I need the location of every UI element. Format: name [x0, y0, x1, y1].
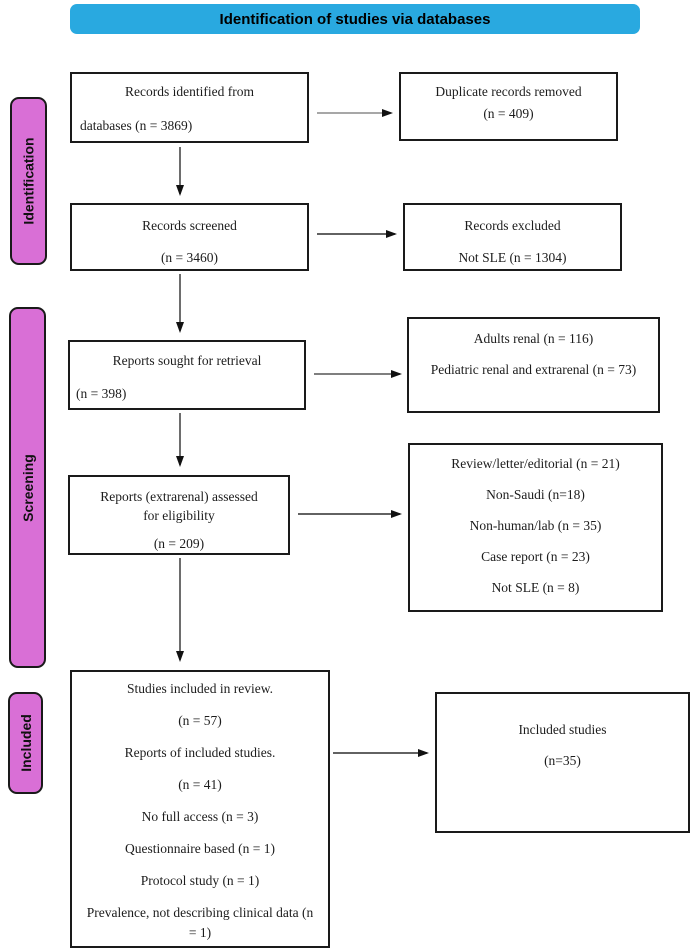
stage-label-screening-text: Screening	[19, 453, 36, 522]
stage-label-included: Included	[8, 692, 43, 794]
box-records-excluded-line2: Not SLE (n = 1304)	[458, 250, 567, 265]
box-reports-assessed-line1: Reports (extrarenal) assessed for eligib…	[100, 489, 258, 523]
box-duplicates-removed-line2: (n = 409)	[483, 106, 534, 121]
stage-label-screening: Screening	[9, 307, 46, 668]
box-reports-sought-line1: Reports sought for retrieval	[112, 353, 262, 368]
box-included-studies: Included studies (n=35)	[435, 692, 690, 833]
box-records-screened-line1: Records screened	[142, 218, 237, 233]
stage-label-included-text: Included	[17, 714, 34, 772]
excluded-reason: Non-human/lab (n = 35)	[469, 518, 602, 533]
box-included-studies-line1: Included studies	[518, 722, 607, 737]
box-studies-included: Studies included in review. (n = 57) Rep…	[70, 670, 330, 948]
studies-included-line: (n = 41)	[178, 777, 222, 792]
box-duplicates-removed: Duplicate records removed (n = 409)	[399, 72, 618, 141]
box-reports-not-retrieved: Adults renal (n = 116) Pediatric renal a…	[407, 317, 660, 413]
box-included-studies-line2: (n=35)	[544, 753, 581, 768]
box-reports-not-retrieved-line1: Adults renal (n = 116)	[473, 331, 594, 346]
studies-included-line: No full access (n = 3)	[141, 809, 259, 824]
box-reports-assessed: Reports (extrarenal) assessed for eligib…	[68, 475, 290, 555]
box-records-identified-line1: Records identified from	[125, 84, 254, 99]
excluded-reason: Case report (n = 23)	[481, 549, 590, 564]
box-records-screened: Records screened (n = 3460)	[70, 203, 309, 271]
studies-included-line: Studies included in review.	[126, 681, 274, 696]
box-reports-sought: Reports sought for retrieval (n = 398)	[68, 340, 306, 410]
box-reports-excluded-reasons: Review/letter/editorial (n = 21) Non-Sau…	[408, 443, 663, 612]
box-duplicates-removed-line1: Duplicate records removed	[435, 84, 582, 99]
studies-included-line: Protocol study (n = 1)	[140, 873, 260, 888]
excluded-reason: Review/letter/editorial (n = 21)	[451, 456, 620, 471]
box-reports-assessed-line2: (n = 209)	[153, 536, 205, 551]
studies-included-line: Questionnaire based (n = 1)	[124, 841, 276, 856]
studies-included-line: Reports of included studies.	[124, 745, 276, 760]
box-records-screened-line2: (n = 3460)	[160, 250, 219, 265]
excluded-reason: Not SLE (n = 8)	[491, 580, 580, 595]
box-reports-sought-line2: (n = 398)	[76, 386, 127, 401]
studies-included-line: (n = 57)	[178, 713, 222, 728]
box-reports-not-retrieved-line2: Pediatric renal and extrarenal (n = 73)	[430, 362, 637, 377]
box-records-excluded-line1: Records excluded	[464, 218, 561, 233]
box-records-excluded: Records excluded Not SLE (n = 1304)	[403, 203, 622, 271]
stage-label-identification: Identification	[10, 97, 47, 265]
box-records-identified: Records identified from databases (n = 3…	[70, 72, 309, 143]
box-records-identified-line2: databases (n = 3869)	[80, 118, 193, 133]
studies-included-line: Prevalence, not describing clinical data…	[86, 905, 314, 940]
excluded-reason: Non-Saudi (n=18)	[486, 487, 585, 502]
stage-label-identification-text: Identification	[20, 137, 37, 225]
title-banner: Identification of studies via databases	[70, 4, 640, 34]
title-banner-label: Identification of studies via databases	[219, 10, 491, 28]
